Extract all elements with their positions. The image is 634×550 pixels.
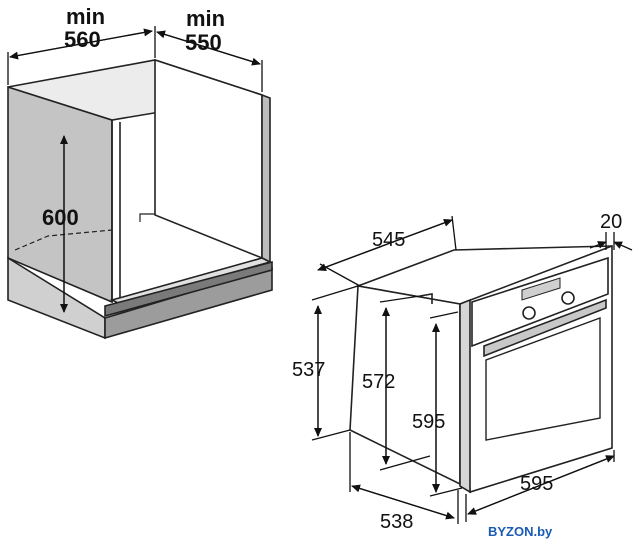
oven-drawing (349, 244, 613, 494)
label-oven-height-body: 537 (292, 359, 325, 381)
cabinet-right-panel (261, 93, 271, 264)
oven-knob-left (522, 306, 536, 320)
cabinet-drawing (7, 58, 273, 340)
oven-control-panel (471, 256, 609, 348)
label-cabinet-width: 560 (64, 27, 101, 52)
label-cabinet-depth-min: min (186, 6, 225, 31)
oven-display (521, 277, 561, 301)
label-oven-height-niche: 572 (362, 371, 395, 393)
label-cabinet-height: 600 (42, 205, 79, 230)
oven-door-handle (483, 298, 607, 358)
oven-door-window (485, 316, 601, 441)
cabinet-dimensions (7, 26, 263, 313)
watermark: BYZON.by (488, 524, 553, 539)
label-oven-height-front: 595 (412, 411, 445, 433)
label-oven-front-thickness: 20 (600, 211, 622, 233)
label-oven-depth-body: 545 (372, 229, 405, 251)
label-oven-width-front: 595 (520, 473, 553, 495)
label-cabinet-depth: 550 (185, 30, 222, 55)
oven-knob-right (561, 291, 575, 305)
label-cabinet-width-min: min (66, 4, 105, 29)
label-oven-depth-total: 538 (380, 511, 413, 533)
oven-dimensions (311, 215, 633, 524)
